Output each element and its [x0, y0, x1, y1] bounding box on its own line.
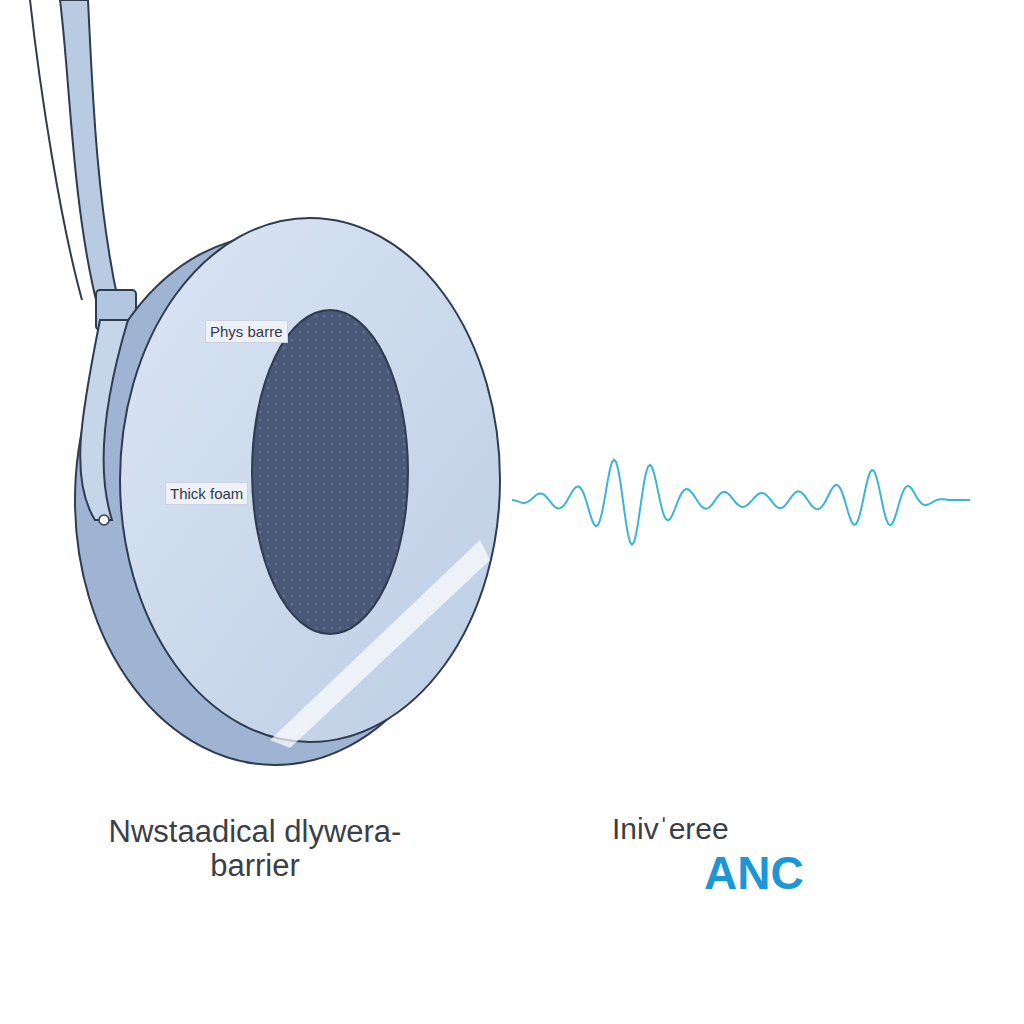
waveform-line	[512, 460, 970, 545]
headband	[60, 0, 118, 300]
caption-label: Inivˈeree	[612, 812, 729, 846]
sound-wave	[512, 460, 970, 545]
pivot	[99, 515, 109, 525]
yoke-arm	[80, 320, 128, 520]
part-label: Phys barre	[205, 320, 288, 343]
caption-label: Nwstaadical dlywera-barrier	[85, 815, 425, 883]
caption-label: ANC	[704, 846, 804, 900]
highlight	[270, 540, 490, 748]
speaker-mesh	[252, 310, 408, 634]
ear-cushion	[120, 218, 500, 742]
part-label: Thick foam	[165, 482, 248, 505]
headband-edge	[30, 0, 82, 300]
